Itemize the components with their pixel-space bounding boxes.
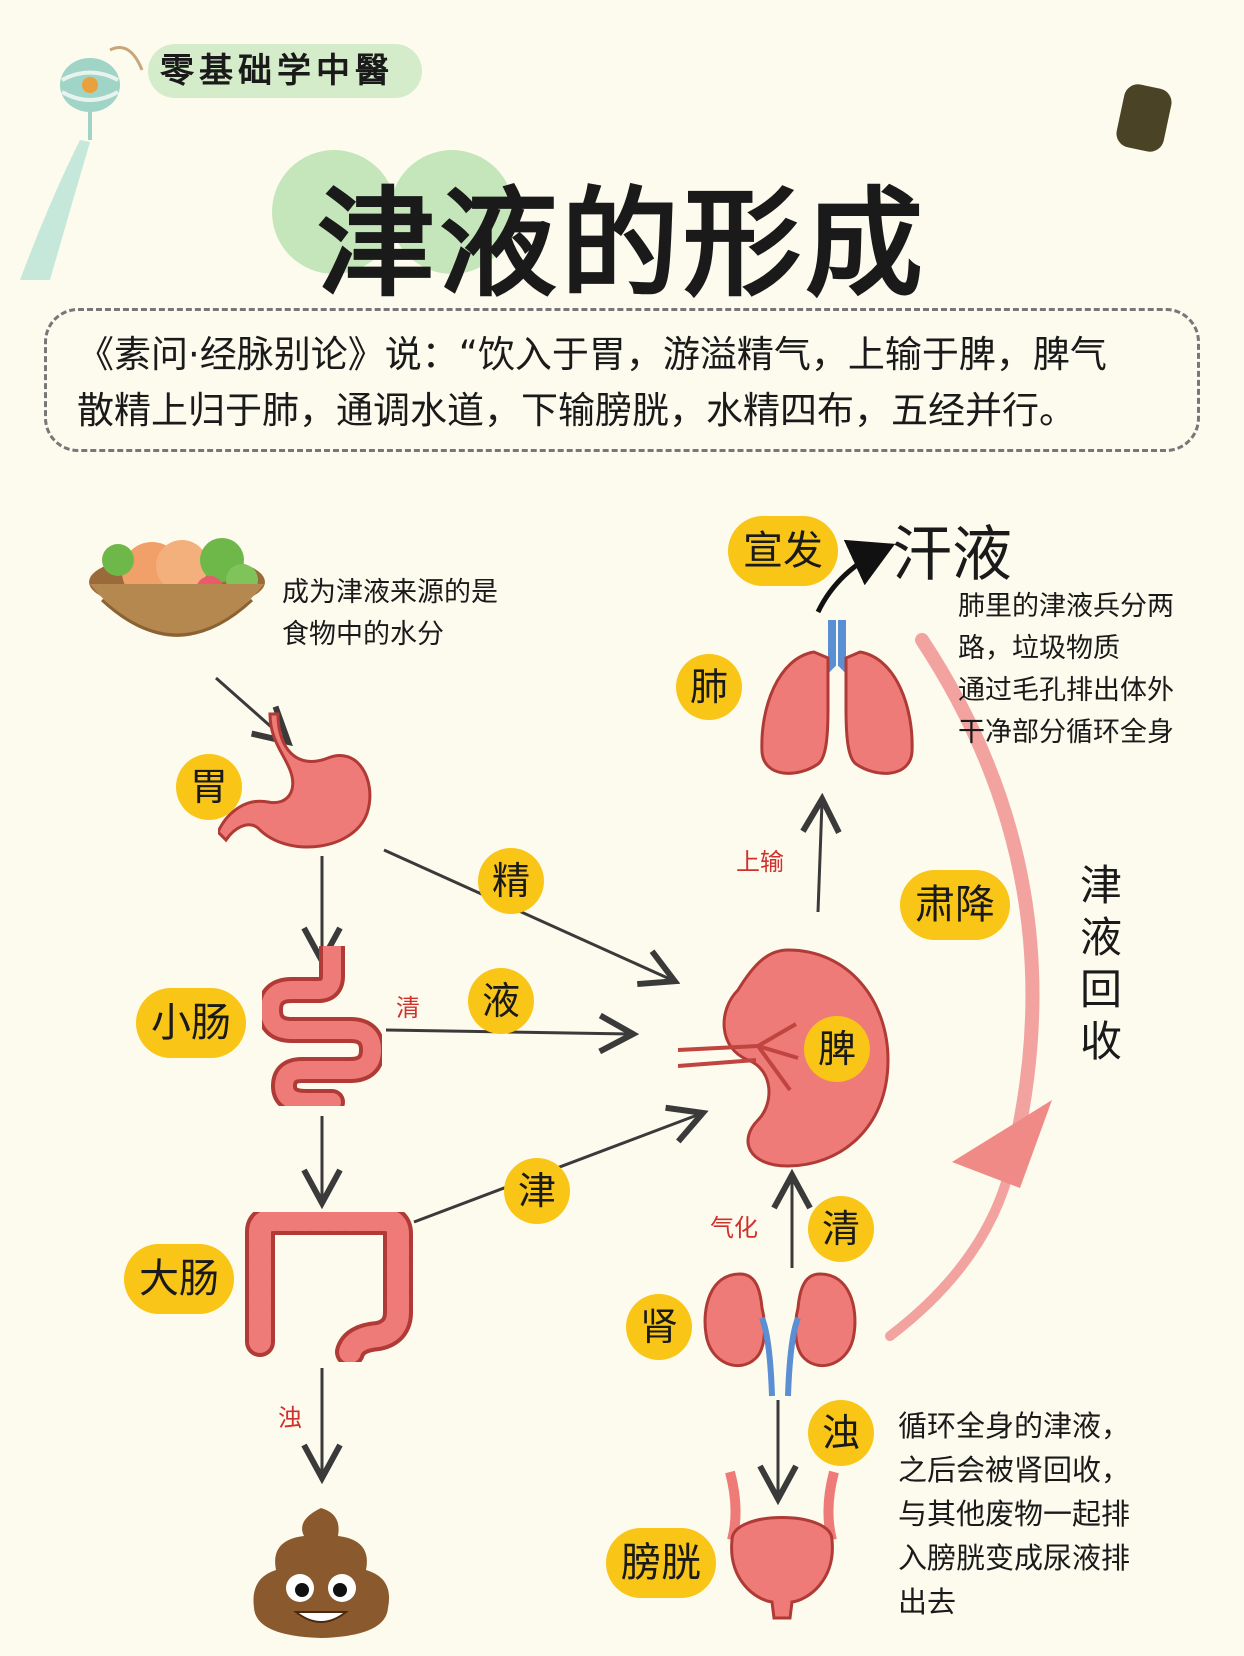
food-bowl-icon — [89, 538, 265, 637]
recycle-arrow-head — [952, 1100, 1052, 1188]
qihua-label: 气化 — [710, 1214, 758, 1242]
lung-note-line-1: 肺里的津液兵分两 — [958, 591, 1174, 622]
lung-note-line-3: 通过毛孔排出体外 — [958, 675, 1174, 706]
recycle-arrow — [915, 633, 1040, 1167]
sujiang-badge: 肃降 — [900, 870, 1010, 940]
bladder-badge: 膀胱 — [606, 1528, 716, 1598]
title-part-2: 的形成 — [561, 175, 928, 313]
jing-badge: 精 — [478, 848, 544, 914]
jin-badge: 津 — [504, 1158, 570, 1224]
arrow-stomach-spleen — [383, 848, 672, 980]
title-highlight-circle-1 — [272, 150, 396, 274]
small-intestine-badge: 小肠 — [136, 988, 246, 1058]
kidney-icon — [703, 1272, 857, 1397]
page-title: 津液的形成 — [0, 148, 1244, 319]
xuanfa-badge: 宣发 — [728, 516, 838, 586]
kidney-note-line-4: 入膀胱变成尿液排 — [898, 1541, 1131, 1575]
classic-quote-box: 《素问·经脉别论》说：“饮入于胃，游溢精气，上输于脾，脾气 散精上归于肺，通调水… — [44, 308, 1200, 452]
lung-note: 肺里的津液兵分两 路，垃圾物质 通过毛孔排出体外 干净部分循环全身 — [958, 586, 1174, 754]
title-part-1: 津液 — [316, 175, 561, 313]
brand-label: 零基础学中醫 — [148, 44, 422, 98]
food-note: 成为津液来源的是 食物中的水分 — [282, 572, 498, 656]
large-intestine-badge: 大肠 — [124, 1244, 234, 1314]
quote-line-2: 散精上归于肺，通调水道，下输膀胱，水精四布，五经并行。 — [77, 389, 1076, 432]
kidney-note: 循环全身的津液， 之后会被肾回收， 与其他废物一起排 入膀胱变成尿液排 出去 — [898, 1404, 1130, 1624]
poop-icon — [253, 1508, 390, 1638]
recycle-char-4: 收 — [1079, 1017, 1122, 1066]
spleen-badge: 脾 — [804, 1016, 870, 1082]
shangshu-label: 上输 — [736, 848, 784, 876]
bladder-icon — [725, 1470, 839, 1620]
kidney-badge: 肾 — [626, 1294, 692, 1360]
recycle-char-1: 津 — [1079, 861, 1122, 910]
qing-badge: 清 — [808, 1196, 874, 1262]
stomach-icon — [218, 712, 372, 849]
large-intestine-icon — [245, 1212, 413, 1362]
lung-note-line-4: 干净部分循环全身 — [958, 717, 1174, 748]
small-intestine-icon — [262, 946, 382, 1106]
zhuo-label: 浊 — [278, 1404, 302, 1432]
qing-label: 清 — [396, 994, 420, 1022]
food-note-line-1: 成为津液来源的是 — [282, 577, 498, 608]
lung-note-line-2: 路，垃圾物质 — [958, 633, 1120, 664]
lung-badge: 肺 — [676, 654, 742, 720]
kidney-note-line-3: 与其他废物一起排 — [898, 1497, 1131, 1531]
tassel-ornament-icon — [20, 46, 144, 280]
arrow-lung-sweat — [815, 539, 896, 614]
kidney-note-line-2: 之后会被肾回收， — [898, 1453, 1131, 1487]
food-note-line-2: 食物中的水分 — [282, 619, 444, 650]
stomach-badge: 胃 — [176, 754, 242, 820]
zhuo-badge: 浊 — [808, 1400, 874, 1466]
lung-icon — [760, 620, 914, 775]
kidney-note-line-1: 循环全身的津液， — [898, 1409, 1131, 1443]
sweat-label: 汗液 — [892, 520, 1012, 590]
kidney-note-line-5: 出去 — [898, 1585, 957, 1619]
recycle-arrow-tail — [885, 1155, 1017, 1341]
recycle-char-2: 液 — [1079, 913, 1122, 962]
quote-line-1: 《素问·经脉别论》说：“饮入于胃，游溢精气，上输于脾，脾气 — [77, 333, 1107, 376]
recycle-char-3: 回 — [1079, 965, 1122, 1014]
ye-badge: 液 — [468, 968, 534, 1034]
title-highlight-circle-2 — [390, 150, 514, 274]
recycle-label: 津 液 回 收 — [1076, 860, 1126, 1068]
arrow-spleen-lung — [818, 802, 822, 913]
